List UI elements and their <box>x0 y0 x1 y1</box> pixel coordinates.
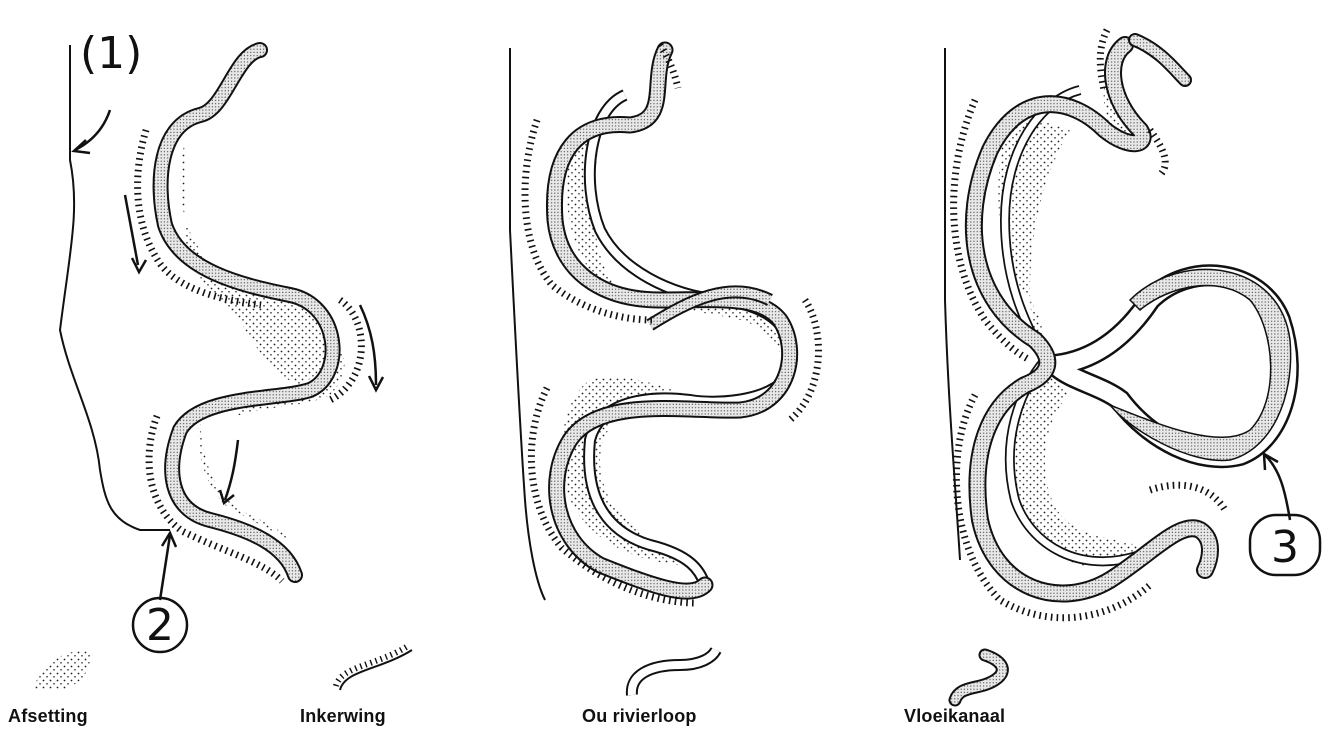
panel-2-meander <box>510 45 819 603</box>
marker-1-label: (1) <box>80 28 142 79</box>
panel-3-meander: 3 <box>945 30 1320 618</box>
marker-3-arrow <box>1265 455 1290 520</box>
legend-label-deposition: Afsetting <box>8 706 88 726</box>
old-river-course <box>589 95 792 585</box>
erosion-bank <box>1150 485 1225 510</box>
flow-arrow <box>360 305 376 385</box>
flow-arrow <box>225 440 238 500</box>
legend-item-deposition: Afsetting <box>8 650 90 726</box>
valley-wall-line <box>945 48 960 560</box>
legend-item-old-course: Ou rivierloop <box>582 650 716 726</box>
valley-wall-line <box>60 45 170 530</box>
legend: Afsetting Inkerwing Ou rivierloop Vloeik… <box>8 646 1005 726</box>
panel-1-meander: 2 (1) <box>60 28 383 652</box>
legend-item-erosion: Inkerwing <box>300 646 412 726</box>
erosion-bank <box>1150 130 1165 175</box>
valley-wall-line <box>510 48 545 600</box>
legend-label-channel: Vloeikanaal <box>904 706 1005 726</box>
legend-label-old-course: Ou rivierloop <box>582 706 697 726</box>
deposition-swatch <box>35 650 90 690</box>
marker-3-label: 3 <box>1271 522 1299 573</box>
legend-item-channel: Vloeikanaal <box>904 655 1005 726</box>
marker-2-label: 2 <box>146 600 174 651</box>
legend-label-erosion: Inkerwing <box>300 706 386 726</box>
